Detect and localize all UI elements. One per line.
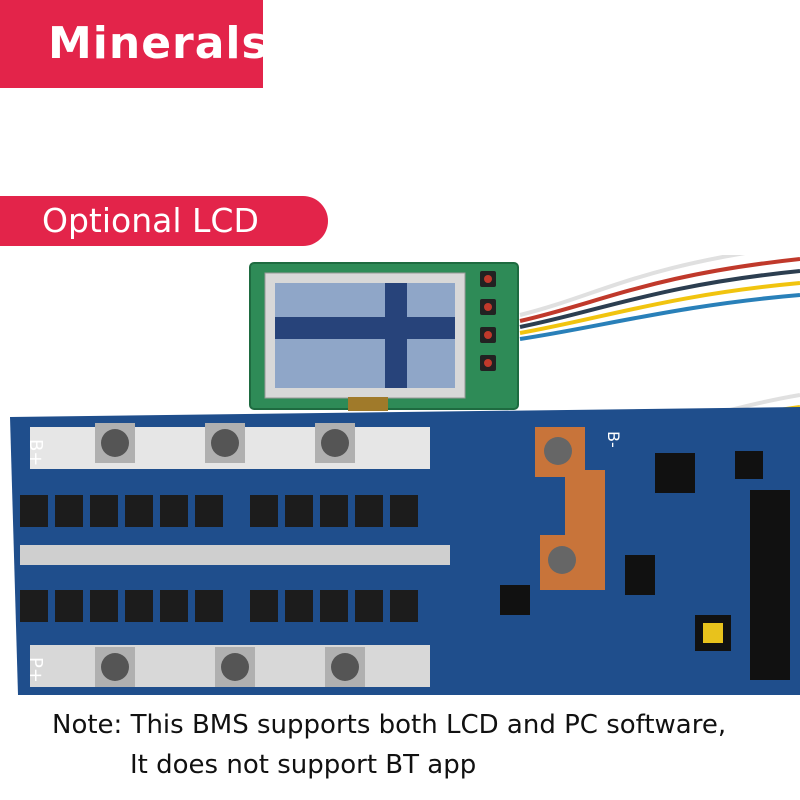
optional-lcd-badge: Optional LCD xyxy=(0,196,328,246)
note-line-1: Note: This BMS supports both LCD and PC … xyxy=(52,710,727,740)
copper-bus-bar xyxy=(535,427,605,590)
b-minus-marking: B- xyxy=(604,431,623,448)
terminal-screws-bottom xyxy=(95,647,365,687)
bms-pcb: B+ P+ B- xyxy=(10,407,800,695)
brand-logo-text: Minerals xyxy=(48,18,269,69)
lcd-module xyxy=(249,262,519,411)
p-plus-marking: P+ xyxy=(25,657,46,683)
terminal-screws-top xyxy=(95,423,355,463)
b-plus-marking: B+ xyxy=(25,439,46,466)
optional-lcd-label: Optional LCD xyxy=(42,201,259,240)
mosfet-array xyxy=(20,495,418,622)
brand-logo: Minerals xyxy=(0,0,268,88)
control-circuitry xyxy=(500,451,790,680)
note-line-2: It does not support BT app xyxy=(130,750,477,780)
bms-board-photo: B+ P+ B- xyxy=(10,255,800,695)
